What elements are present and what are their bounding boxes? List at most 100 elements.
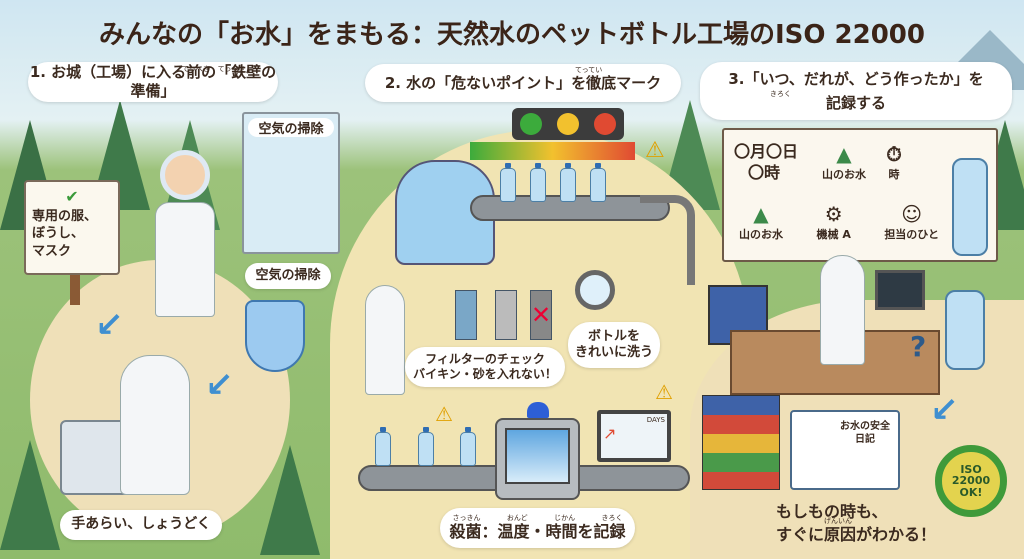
ruby-sakkin: さっきん [452, 513, 481, 522]
time-label: 時 [888, 168, 900, 181]
time-text: 〇時 [748, 162, 781, 182]
diary-title-line: お水の安全 [840, 421, 890, 432]
robot-arm [640, 195, 695, 285]
step-1-heading: 1. お城（工場）に入る前の「鉄壁の準備」 [28, 62, 278, 102]
bottle [560, 163, 576, 202]
worker-washing-hands [120, 355, 190, 495]
sign-line: ぼうし、 [32, 226, 85, 242]
water-label: 山のお水 [739, 228, 783, 241]
arrow-down-icon: ↙ [205, 365, 234, 405]
badge-line: OK! [959, 485, 983, 499]
mountain-icon: ▲ [836, 142, 852, 166]
board-item-water: ▲ 山のお水 [739, 202, 783, 242]
filter [455, 290, 477, 340]
bottle [460, 427, 476, 466]
yellow-light-icon [556, 113, 579, 135]
air-clean-label: 空気の掃除 [245, 263, 331, 289]
conclusion-line: すぐに原因がわかる！ [776, 525, 937, 545]
bottle [375, 427, 391, 466]
stopwatch-icon: ⏱ [886, 142, 902, 166]
sign-line: マスク [32, 243, 72, 259]
bottle [500, 163, 516, 202]
sterilization-ruby: さっきん おんど じかん きろく [452, 513, 623, 522]
computer-monitor [875, 270, 925, 310]
traffic-light [512, 108, 624, 140]
wash-label-line: ボトルを [587, 328, 640, 344]
mountain-icon: ▲ [753, 202, 769, 226]
bottle-wash-label: ボトルを きれいに洗う [568, 322, 660, 368]
iso-badge: ISO 22000 OK! [935, 445, 1007, 517]
page-title: みんなの「お水」をまもる：天然水のペットボトル工場のISO 22000 [98, 20, 925, 50]
bottle [590, 163, 606, 202]
worker-inspecting [365, 285, 405, 395]
date-text: 〇月〇日 [734, 142, 799, 161]
badge-line: 22000 [951, 474, 991, 488]
safety-diary: お水の安全 日記 [790, 410, 900, 490]
board-bottom-items: ▲ 山のお水 ⚙ 機械 A ☺ 担当のひと [739, 202, 939, 242]
siren-icon [527, 402, 549, 418]
bottle [418, 427, 434, 466]
diary-title-line: 日記 [855, 434, 875, 445]
machine-icon: ⚙ [824, 202, 843, 226]
board-item-source: ▲ 山のお水 [819, 142, 869, 182]
machine-label: 機械 A [816, 228, 851, 241]
air-shower-label: 空気の掃除 [248, 118, 334, 137]
step-2-ruby: てってい [575, 66, 603, 74]
shield-icon [245, 300, 305, 372]
sterilization-label: さっきん おんど じかん きろく 殺菌：温度・時間を記録 [440, 508, 635, 548]
date-time: 〇月〇日 〇時 [734, 142, 798, 184]
arrow-down-icon: ↙ [930, 390, 959, 430]
filter-check-label: フィルターのチェック バイキン・砂を入れない！ [405, 347, 565, 387]
check-icon: ✔ [65, 187, 79, 206]
warning-icon: ⚠ [655, 380, 673, 404]
sterilization-text: 殺菌：温度・時間を記録 [449, 521, 626, 541]
source-label: 山のお水 [822, 168, 866, 181]
monitor: DAYS ↗ [597, 410, 671, 462]
bottle-character [945, 290, 985, 370]
ruby-kiroku: きろく [601, 513, 623, 522]
person-label: 担当のひと [884, 228, 939, 241]
step-2-heading: 2. 水の「危ないポイント」を徹底マーク [365, 64, 681, 102]
board-item-time: ⏱ 時 [874, 142, 914, 182]
handwash-label: 手あらい、しょうどく [60, 510, 222, 540]
step-3-ruby: きろく [770, 90, 791, 98]
worker-at-desk [820, 255, 865, 365]
diary-title: お水の安全 日記 [840, 420, 890, 446]
traceability-board: 〇月〇日 〇時 ▲ 山のお水 ⏱ 時 ▲ 山のお水 ⚙ 機械 A ☺ 担当のひと [722, 128, 998, 262]
filter-label-line: フィルターのチェック [425, 352, 545, 366]
filter-label-line: バイキン・砂を入れない！ [413, 367, 557, 381]
bottle-character [952, 158, 988, 256]
green-light-icon [519, 113, 542, 135]
person-icon: ☺ [901, 202, 923, 226]
filter [495, 290, 517, 340]
dress-code-sign: ✔ 専用の服、 ぼうし、 マスク [24, 180, 120, 275]
sign-line: 専用の服、 [32, 208, 98, 224]
bottle [530, 163, 546, 202]
red-light-icon [594, 113, 617, 135]
badge-line: ISO [960, 462, 982, 476]
binder-stack [702, 395, 780, 490]
air-shower-booth: 空気の掃除 [242, 112, 340, 254]
worker-suit [155, 202, 215, 317]
worker-in-cleansuit [150, 150, 220, 320]
monitor-tag: DAYS [646, 416, 665, 424]
ruby-ondo: おんど [506, 513, 528, 522]
conclusion-ruby: げんいん [824, 517, 852, 525]
question-icon: ? [910, 330, 927, 363]
blocked-filter-x-icon: ✕ [530, 290, 552, 340]
sterilizer-window [505, 428, 570, 484]
step-3-line2: 記録する [825, 93, 886, 112]
board-item-person: ☺ 担当のひと [884, 202, 939, 242]
worker-head [160, 150, 210, 200]
step-3-line1: 3.「いつ、だれが、どう作ったか」を [728, 69, 984, 88]
board-item-machine: ⚙ 機械 A [816, 202, 850, 242]
sterilizer-machine [495, 418, 580, 500]
conclusion-text: もしもの時も、 すぐに原因がわかる！ [776, 500, 936, 546]
step-1-ruby: てっぺき てっぺき [182, 65, 246, 73]
ruby-jikan: じかん [554, 513, 576, 522]
wash-label-line: きれいに洗う [574, 345, 653, 360]
step-3-heading: 3.「いつ、だれが、どう作ったか」を 記録する [700, 62, 1012, 120]
warning-icon: ⚠ [645, 138, 665, 163]
magnifier-icon [575, 270, 615, 310]
